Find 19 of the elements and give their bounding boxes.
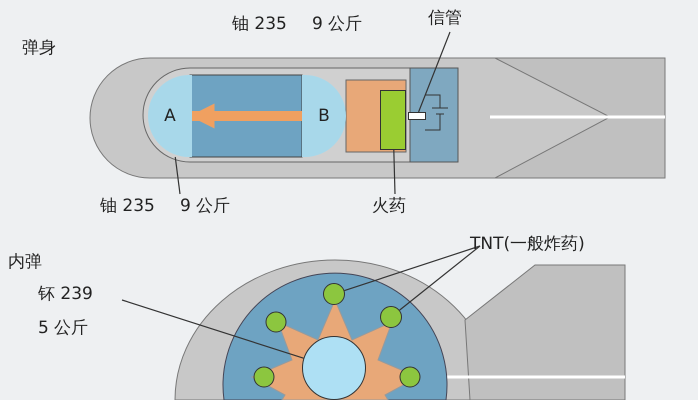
part-label: 内弹 [8,251,42,273]
part-label: 弹身 [22,37,56,59]
leader-line [418,32,451,112]
leader-line [393,150,396,194]
callout-label: 5 公斤 [38,317,88,339]
fuse-plug [408,112,426,120]
callout-label: 钚 239 [38,283,93,305]
powder-block [380,90,406,150]
callout-label: 9 公斤 [180,195,230,217]
leader-line [344,245,480,292]
callout-label: TNT(一般炸药) [470,233,585,255]
leader-line [174,156,181,194]
direction-arrow [190,104,302,128]
part-label: 铀 235 [232,13,287,35]
callout-label: 信管 [428,7,462,29]
leader-line [399,246,480,311]
callout-label: 铀 235 [100,195,155,217]
callout-label: 火药 [372,195,406,217]
part-label: 9 公斤 [312,13,362,35]
